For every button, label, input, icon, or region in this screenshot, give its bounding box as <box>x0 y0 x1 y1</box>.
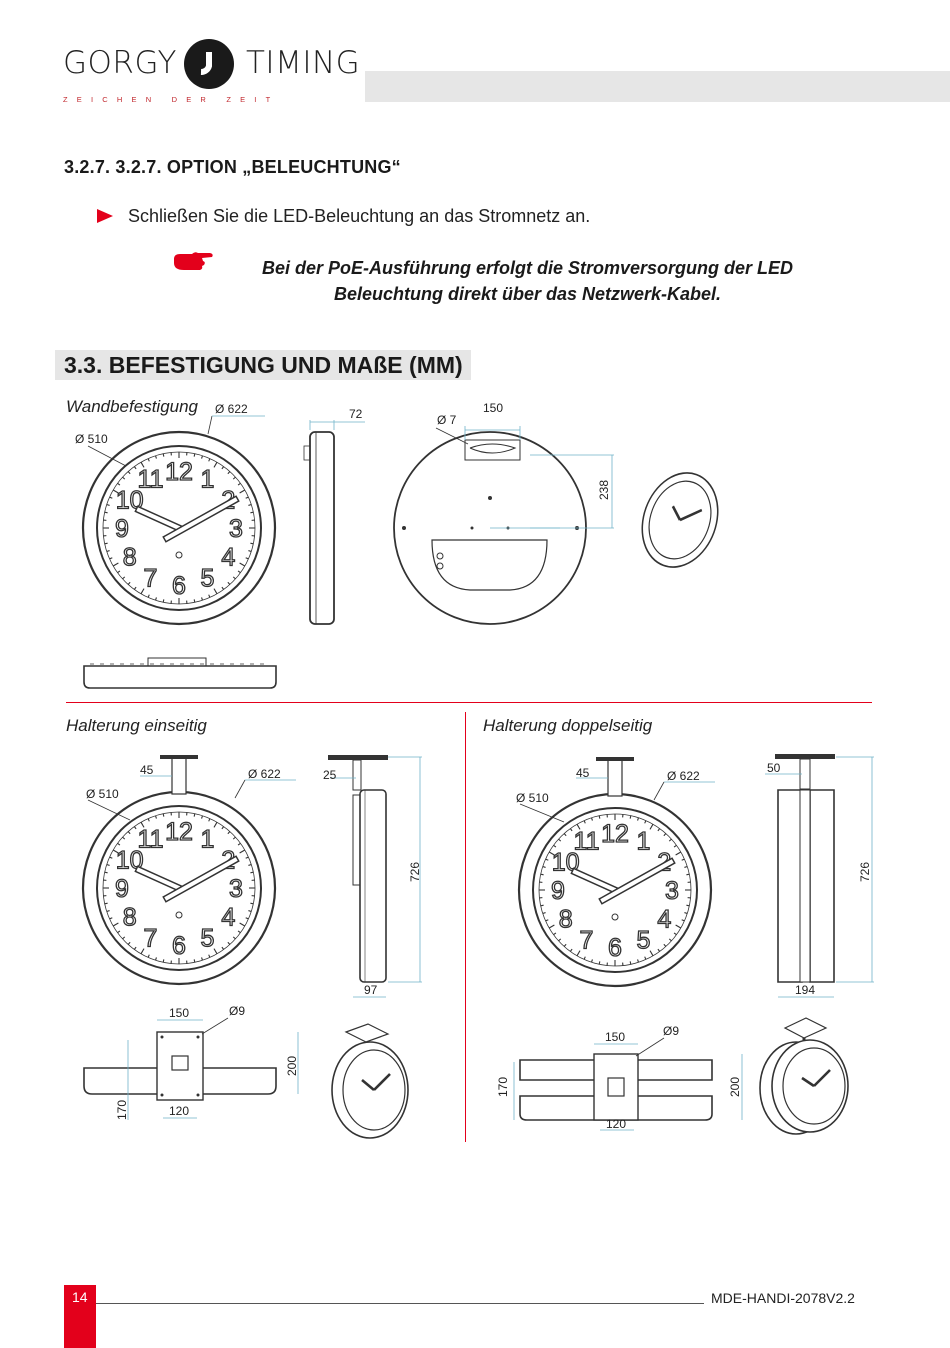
clock-numeral: 8 <box>123 544 137 572</box>
wall-clock-front: 111098765432112 <box>81 430 277 626</box>
single-dim-height: 726 <box>408 861 422 882</box>
single-dim-side-height: 170 <box>115 1099 129 1120</box>
clock-numeral: 4 <box>221 544 235 572</box>
double-dim-plate-height: 200 <box>728 1076 742 1097</box>
single-bracket-label: Halterung einseitig <box>66 716 207 735</box>
double-dim-screw: Ø9 <box>663 1024 680 1038</box>
wall-dim-depth: 72 <box>349 407 363 421</box>
page-number: 14 <box>64 1285 96 1348</box>
wall-dim-inner: Ø 510 <box>75 432 108 446</box>
clock-numeral: 9 <box>551 877 565 905</box>
double-dim-plate-width: 150 <box>605 1030 626 1044</box>
poe-note-line1: Bei der PoE-Ausführung erfolgt die Strom… <box>261 258 794 278</box>
clock-numeral: 3 <box>229 515 243 543</box>
clock-numeral: 7 <box>144 924 158 952</box>
header-bar <box>365 71 950 102</box>
clock-numeral: 5 <box>201 564 215 592</box>
clock-numeral: 11 <box>138 826 164 854</box>
clock-numeral: 11 <box>574 828 600 856</box>
double-clock-side <box>765 754 874 998</box>
clock-numeral: 7 <box>144 564 158 592</box>
single-dim-arm: 45 <box>140 763 154 777</box>
single-dim-outer: Ø 622 <box>248 767 281 781</box>
double-clock-top <box>513 1037 743 1131</box>
document-id: MDE-HANDI-2078V2.2 <box>711 1290 855 1306</box>
double-dim-inner: Ø 510 <box>516 791 549 805</box>
clock-numeral: 7 <box>580 926 594 954</box>
wall-clock-side <box>303 420 365 625</box>
clock-numeral: 9 <box>115 515 129 543</box>
single-dim-offset: 25 <box>323 768 337 782</box>
single-dim-screw: Ø9 <box>229 1004 246 1018</box>
bullet-text: Schließen Sie die LED-Beleuchtung an das… <box>128 206 591 226</box>
wall-dim-outer: Ø 622 <box>215 402 248 416</box>
single-dim-depth: 97 <box>364 983 378 997</box>
clock-numeral: 6 <box>608 934 622 962</box>
poe-note-line2: Beleuchtung direkt über das Netzwerk-Kab… <box>333 284 722 304</box>
wall-dim-bracket-width: 150 <box>483 401 504 415</box>
clock-numeral: 9 <box>115 875 129 903</box>
wall-clock-rear <box>393 426 614 625</box>
double-dim-bottom-width: 120 <box>606 1117 627 1131</box>
clock-numeral: 1 <box>201 826 215 854</box>
brand-right: TIMING <box>246 45 361 81</box>
double-dim-arm: 45 <box>576 766 590 780</box>
clock-numeral: 8 <box>559 906 573 934</box>
clock-numeral: 12 <box>601 820 629 848</box>
horizontal-divider <box>66 702 872 703</box>
double-dim-offset: 50 <box>767 761 781 775</box>
double-bracket-label: Halterung doppelseitig <box>483 716 653 735</box>
clock-numeral: 3 <box>229 875 243 903</box>
clock-numeral: 4 <box>221 904 235 932</box>
section-327-title: 3.2.7. 3.2.7. OPTION „BELEUCHTUNG“ <box>64 157 401 177</box>
double-clock-front: 111098765432112 <box>517 792 713 988</box>
brand-tagline: ZEICHEN DER ZEIT <box>63 95 280 104</box>
double-clock-perspective <box>759 1017 849 1135</box>
single-clock-top <box>83 1017 299 1120</box>
bullet-arrow-icon <box>97 209 113 228</box>
clock-numeral: 6 <box>172 932 186 960</box>
clock-numeral: 8 <box>123 904 137 932</box>
single-clock-perspective <box>331 1023 409 1139</box>
clock-numeral: 1 <box>637 828 651 856</box>
clock-numeral: 4 <box>657 906 671 934</box>
wall-clock-perspective <box>641 472 719 568</box>
clock-numeral: 6 <box>172 572 186 600</box>
poe-note: Bei der PoE-Ausführung erfolgt die Strom… <box>200 255 855 307</box>
double-dim-depth: 194 <box>795 983 816 997</box>
clock-numeral: 12 <box>165 818 193 846</box>
single-dim-inner: Ø 510 <box>86 787 119 801</box>
pointing-hand-icon <box>172 250 214 277</box>
footer-rule <box>96 1303 704 1304</box>
double-dim-height: 726 <box>858 861 872 882</box>
wall-dim-bracket-height: 238 <box>597 479 611 500</box>
single-clock-front: 111098765432112 <box>81 790 277 986</box>
section-33-title: 3.3. BEFESTIGUNG UND MAßE (MM) <box>55 350 471 380</box>
double-dim-side-height: 170 <box>496 1076 510 1097</box>
single-clock-side <box>328 755 422 998</box>
brand-left: GORGY <box>63 45 177 81</box>
double-dim-outer: Ø 622 <box>667 769 700 783</box>
logo-mark <box>183 38 235 90</box>
wall-mount-label: Wandbefestigung <box>66 397 199 416</box>
single-dim-plate-height: 200 <box>285 1055 299 1076</box>
clock-numeral: 11 <box>138 466 164 494</box>
vertical-divider <box>465 712 466 1142</box>
single-dim-plate-width: 150 <box>169 1006 190 1020</box>
clock-numeral: 5 <box>201 924 215 952</box>
wall-dim-hole: Ø 7 <box>437 413 457 427</box>
clock-numeral: 3 <box>665 877 679 905</box>
clock-numeral: 12 <box>165 458 193 486</box>
clock-numeral: 1 <box>201 466 215 494</box>
wall-clock-bottom <box>83 657 277 689</box>
single-dim-bottom-width: 120 <box>169 1104 190 1118</box>
clock-numeral: 5 <box>637 926 651 954</box>
